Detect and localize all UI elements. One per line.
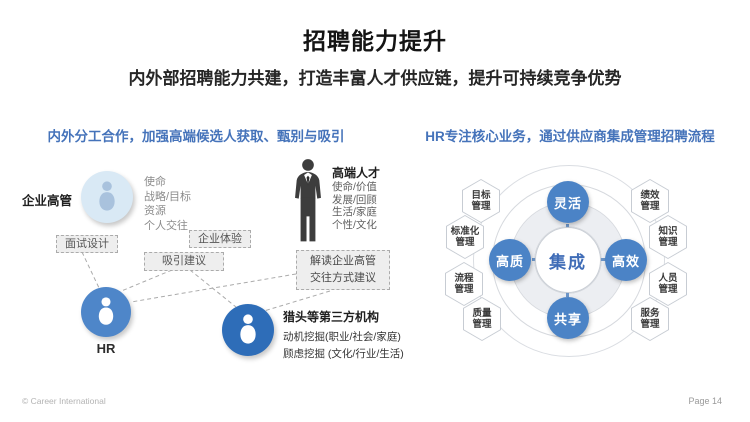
attraction-advice-box: 吸引建议 bbox=[144, 252, 224, 271]
left-section-header: 内外分工合作，加强高端候选人获取、甄别与吸引 bbox=[47, 129, 345, 144]
person-icon bbox=[98, 297, 114, 325]
hex-line1: 服务 bbox=[640, 308, 660, 319]
hex-line1: 流程 bbox=[454, 273, 474, 284]
right-section-header: HR专注核心业务，通过供应商集成管理招聘流程 bbox=[425, 129, 715, 144]
talent-label: 高端人才 bbox=[332, 166, 381, 180]
agency-avatar bbox=[222, 304, 274, 356]
hr-avatar bbox=[81, 287, 131, 337]
satellite-flexible: 灵活 bbox=[547, 181, 589, 223]
copyright-text: © Career International bbox=[22, 396, 106, 406]
hex-line1: 人员 bbox=[658, 273, 678, 284]
satellite-efficiency: 高效 bbox=[605, 239, 647, 281]
executive-label: 企业高管 bbox=[22, 194, 73, 208]
hex-line1: 绩效 bbox=[640, 190, 660, 201]
hexagon-knowledge-management: 知识 管理 bbox=[649, 215, 687, 259]
hex-line1: 质量 bbox=[472, 308, 492, 319]
talent-attributes: 使命/价值 发展/回顾 生活/家庭 个性/文化 bbox=[332, 181, 377, 231]
hex-line1: 标准化 bbox=[450, 226, 480, 237]
hex-line1: 知识 bbox=[658, 226, 678, 237]
hex-line2: 管理 bbox=[471, 201, 491, 212]
page-number: Page 14 bbox=[688, 396, 722, 406]
hr-label: HR bbox=[96, 341, 116, 356]
integration-center-circle: 集成 bbox=[535, 227, 601, 293]
interpret-line2: 交往方式建议 bbox=[310, 272, 376, 284]
integration-center-label: 集成 bbox=[549, 252, 587, 272]
hex-line2: 管理 bbox=[640, 201, 660, 212]
hex-line2: 管理 bbox=[658, 237, 678, 248]
agency-note-motivation: 动机挖掘(职业/社会/家庭) bbox=[283, 331, 401, 343]
person-icon bbox=[240, 314, 256, 344]
interview-design-box: 面试设计 bbox=[56, 235, 118, 253]
hexagon-standardization-management: 标准化 管理 bbox=[446, 215, 484, 259]
page-title: 招聘能力提升 bbox=[303, 28, 447, 54]
interpret-advice-box: 解读企业高管 交往方式建议 bbox=[296, 250, 390, 290]
satellite-quality: 高质 bbox=[489, 239, 531, 281]
interpret-line1: 解读企业高管 bbox=[310, 255, 376, 267]
person-icon bbox=[99, 181, 115, 211]
agency-note-concern: 顾虑挖掘 (文化/行业/生活) bbox=[283, 348, 404, 360]
hex-line2: 管理 bbox=[472, 319, 492, 330]
hex-line2: 管理 bbox=[454, 284, 474, 295]
outer-ring bbox=[473, 165, 665, 357]
agency-label: 猎头等第三方机构 bbox=[283, 310, 380, 324]
page-subtitle: 内外部招聘能力共建，打造丰富人才供应链，提升可持续竞争优势 bbox=[128, 69, 622, 88]
hexagon-goal-management: 目标 管理 bbox=[462, 179, 500, 223]
connector-tick bbox=[598, 258, 607, 261]
businessman-icon bbox=[295, 159, 321, 242]
hex-line2: 管理 bbox=[455, 237, 475, 248]
hex-line2: 管理 bbox=[658, 284, 678, 295]
company-experience-box: 企业体验 bbox=[189, 230, 251, 248]
satellite-sharing: 共享 bbox=[547, 297, 589, 339]
hex-line2: 管理 bbox=[640, 319, 660, 330]
hex-line1: 目标 bbox=[471, 190, 491, 201]
executive-attributes: 使命 战略/目标 资源 个人交往 bbox=[144, 176, 192, 232]
executive-avatar bbox=[81, 171, 133, 223]
hexagon-quality-management: 质量 管理 bbox=[463, 297, 501, 341]
hexagon-process-management: 流程 管理 bbox=[445, 262, 483, 306]
